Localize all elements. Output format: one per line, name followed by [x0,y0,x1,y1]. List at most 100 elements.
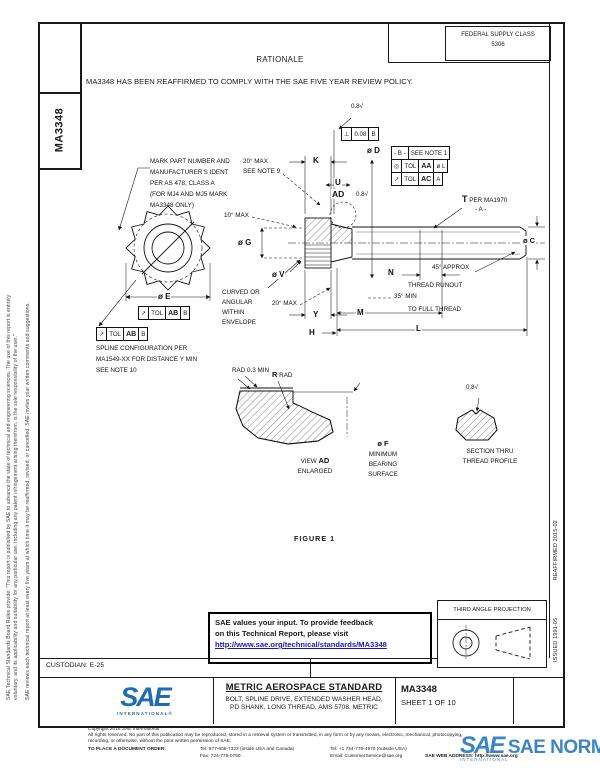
standard-type: METRIC AEROSPACE STANDARD [225,681,383,692]
custodian-row-top-rule [38,658,437,659]
section-caption: SECTION THRU THREAD PROFILE [462,448,518,466]
title-block-top-rule [38,677,563,678]
section-thread-profile [455,397,498,441]
standard-title-line1: BOLT, SPLINE DRIVE, EXTENDED WASHER HEAD… [225,696,383,703]
projection-label: THIRD ANGLE PROJECTION [438,601,546,620]
disclaimer-line1-vertical: SAE Technical Standards Board Rules prov… [6,294,12,700]
side-view-bolt [288,201,545,336]
dim-label-m: M [356,308,365,317]
thread-spec: PER MA1970 [469,197,508,204]
feedback-line2: on this Technical Report, please visit [215,629,349,638]
projection-box: THIRD ANGLE PROJECTION [437,600,547,668]
dim-label-y: Y [312,310,320,319]
sae-norm-watermark: SAE SAE NORM INTERNATIONAL [460,732,600,762]
dim-label-dia-c: ø C [522,236,537,245]
doc-number-tab: MA3348 [38,92,82,170]
fcf-aa-mod: ø L [433,160,447,172]
surface-finish-top: 0.8√ [351,103,363,110]
dim-label-u: U [334,178,342,187]
title-block-divider-2 [395,677,396,724]
thread-runout-note: THREAD RUNOUT [408,282,463,289]
fcf-ab2-datum: B [138,328,147,340]
sae-logo-subtext: INTERNATIONAL® [117,711,173,716]
view-ad-caption: VIEW AD ENLARGED [250,455,380,477]
fcf-ab2-value: AB [123,328,138,340]
fcf-perp-datum: B [368,128,377,140]
fcf-ac-datum: A [433,173,442,185]
watermark-sae-logo: SAE [460,732,505,759]
thread-letter-t: T [462,194,468,204]
tel-inside: Tel: 877-606-7323 (inside USA and Canada… [200,747,295,752]
front-view-spline-head [98,167,211,327]
figure-1-drawing: MARK PART NUMBER AND MANUFACTURER'S IDEN… [38,100,551,562]
surface-finish-section: 0.8√ [466,384,478,391]
doc-number: MA3348 [401,684,437,695]
datum-b-note: - B - SEE NOTE 1 [391,146,451,160]
note-20-max: 20° MAX [272,300,297,307]
fsc-label: FEDERAL SUPPLY CLASS [461,32,535,38]
fsc-region-rule-v [388,22,389,62]
note-10-max: 10° MAX [224,212,249,219]
fcf-ac-value: AC [418,173,433,185]
dim-label-dia-g: ø G [237,238,253,247]
rationale-title: RATIONALE [256,55,304,64]
see-note-1: SEE NOTE 1 [407,147,449,159]
bearing-surface-note: MINIMUM BEARING SURFACE [368,451,398,479]
fcf-tol-ab-2: ↗ TOL AB B [96,327,149,341]
dim-label-h: H [308,328,316,337]
email: Email: CustomerService@sae.org [330,754,403,759]
rad-word: RAD [279,372,293,379]
fcf-aa-tol: TOL [401,160,418,172]
dim-label-n: N [387,268,395,277]
rad-03-min-note: RAD 0.3 MIN [232,367,270,374]
third-angle-projection-icon [452,625,531,661]
view-ad-word: AD [318,456,330,465]
runout-icon: ↗ [394,175,400,183]
fax: Fax: 724-776-0790 [200,754,241,759]
note-35-min: 35° MIN [394,293,417,300]
dim-label-dia-v: ø V [271,270,286,279]
feedback-line1: SAE values your input. To provide feedba… [215,618,374,627]
fcf-tol-ac: ↗ TOL AC A [391,172,444,186]
fcf-ab1-tol: TOL [148,307,165,319]
tel-outside: Tel: +1 724-776-4970 (outside USA) [330,747,407,752]
view-word: VIEW [300,458,317,465]
fcf-aa-value: AA [418,160,433,172]
fcf-tol-ab-1: ↗ TOL AB B [138,306,191,320]
order-label: TO PLACE A DOCUMENT ORDER: [88,747,166,752]
fsc-code: 5306 [491,42,505,49]
datum-a-label: - A - [475,206,487,213]
sae-logo: SAE INTERNATIONAL® [80,684,210,717]
figure-caption: FIGURE 1 [294,534,336,543]
r-rad-note: R RAD [272,369,292,381]
custodian-cell-divider [310,658,311,677]
curved-envelope-note: CURVED OR ANGULAR WITHIN ENVELOPE [222,289,260,327]
federal-supply-class-box: FEDERAL SUPPLY CLASS 5306 [445,26,551,61]
fcf-tol-aa: ◎ TOL AA ø L [391,159,449,173]
copyright-line3: recording, or otherwise, without the pri… [88,739,232,744]
view-ad-enlarged [235,375,361,445]
datum-b: - B - [394,149,406,157]
review-note-vertical: SAE reviews each technical report at lea… [25,302,31,700]
thread-callout: T PER MA1970 [462,192,507,206]
sheet-number: SHEET 1 OF 10 [401,698,456,707]
enlarged-word: ENLARGED [297,468,333,476]
r-letter: R [272,370,278,379]
custodian-label: CUSTODIAN: E-25 [46,662,105,669]
right-margin-rule [549,22,550,658]
surface-finish-ad: 0.8√ [356,191,368,198]
feedback-link[interactable]: http://www.sae.org/technical/standards/M… [215,640,387,649]
web-address: SAE WEB ADDRESS: http://www.sae.org [425,754,518,759]
reaffirmed-date: REAFFIRMED 2015-02 [553,520,559,581]
fcf-ab1-datum: B [180,307,189,319]
concentricity-icon: ◎ [394,162,400,170]
title-block-number-cell: MA3348 SHEET 1 OF 10 [401,684,456,707]
spline-config-note: SPLINE CONFIGURATION PER MA1549-XX FOR D… [96,345,198,375]
dim-label-dia-e: ø E [157,292,172,301]
title-block-center: METRIC AEROSPACE STANDARD BOLT, SPLINE D… [215,681,393,711]
note-20-max-9: 20° MAX SEE NOTE 9 [243,158,281,176]
runout-icon: ↗ [141,309,147,317]
drawing-linework [98,117,545,445]
